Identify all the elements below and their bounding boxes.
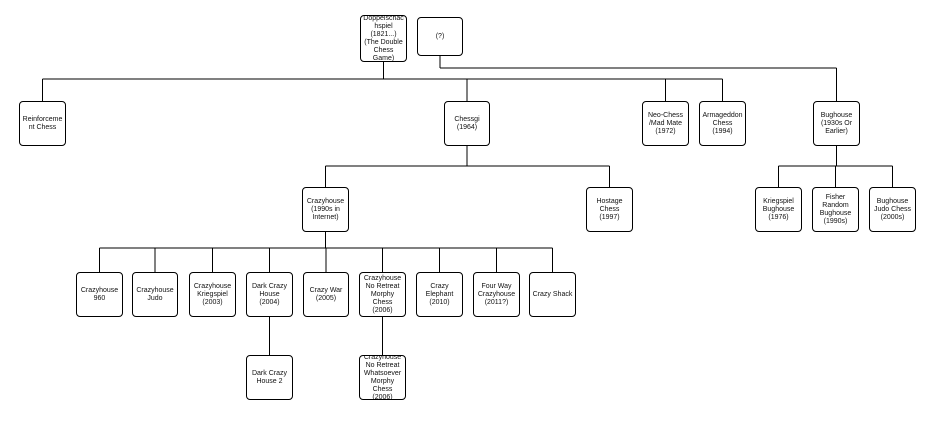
node-reinforcement: Reinforceme nt Chess — [19, 101, 66, 146]
node-crazyshack: Crazy Shack — [529, 272, 576, 317]
node-kriegspielbug: Kriegspiel Bughouse (1976) — [755, 187, 802, 232]
node-fourway: Four Way Crazyhouse (2011?) — [473, 272, 520, 317]
node-chessgi: Chessgi (1964) — [444, 101, 490, 146]
node-crazyelephant: Crazy Elephant (2010) — [416, 272, 463, 317]
node-chnoretreatwhat: Crazyhouse No Retreat Whatsoever Morphy … — [359, 355, 406, 400]
node-darkcrazy2: Dark Crazy House 2 — [246, 355, 293, 400]
node-armageddon: Armageddon Chess (1994) — [699, 101, 746, 146]
node-chjudo: Crazyhouse Judo — [132, 272, 178, 317]
node-bughouse: Bughouse (1930s Or Earlier) — [813, 101, 860, 146]
node-fisherbug: Fisher Random Bughouse (1990s) — [812, 187, 859, 232]
node-crazywar: Crazy War (2005) — [303, 272, 349, 317]
node-chkrieg: Crazyhouse Kriegspiel (2003) — [189, 272, 236, 317]
node-neochess: Neo-Chess /Mad Mate (1972) — [642, 101, 689, 146]
node-doppelschach: Doppelschac hspiel (1821...) (The Double… — [360, 15, 407, 62]
node-chnoretreat: Crazyhouse No Retreat Morphy Chess (2006… — [359, 272, 406, 317]
node-unknown: (?) — [417, 17, 463, 56]
node-ch960: Crazyhouse 960 — [76, 272, 123, 317]
node-darkcrazy: Dark Crazy House (2004) — [246, 272, 293, 317]
node-bugjudo: Bughouse Judo Chess (2000s) — [869, 187, 916, 232]
node-hostage: Hostage Chess (1997) — [586, 187, 633, 232]
node-crazyhouse: Crazyhouse (1990s in Internet) — [302, 187, 349, 232]
